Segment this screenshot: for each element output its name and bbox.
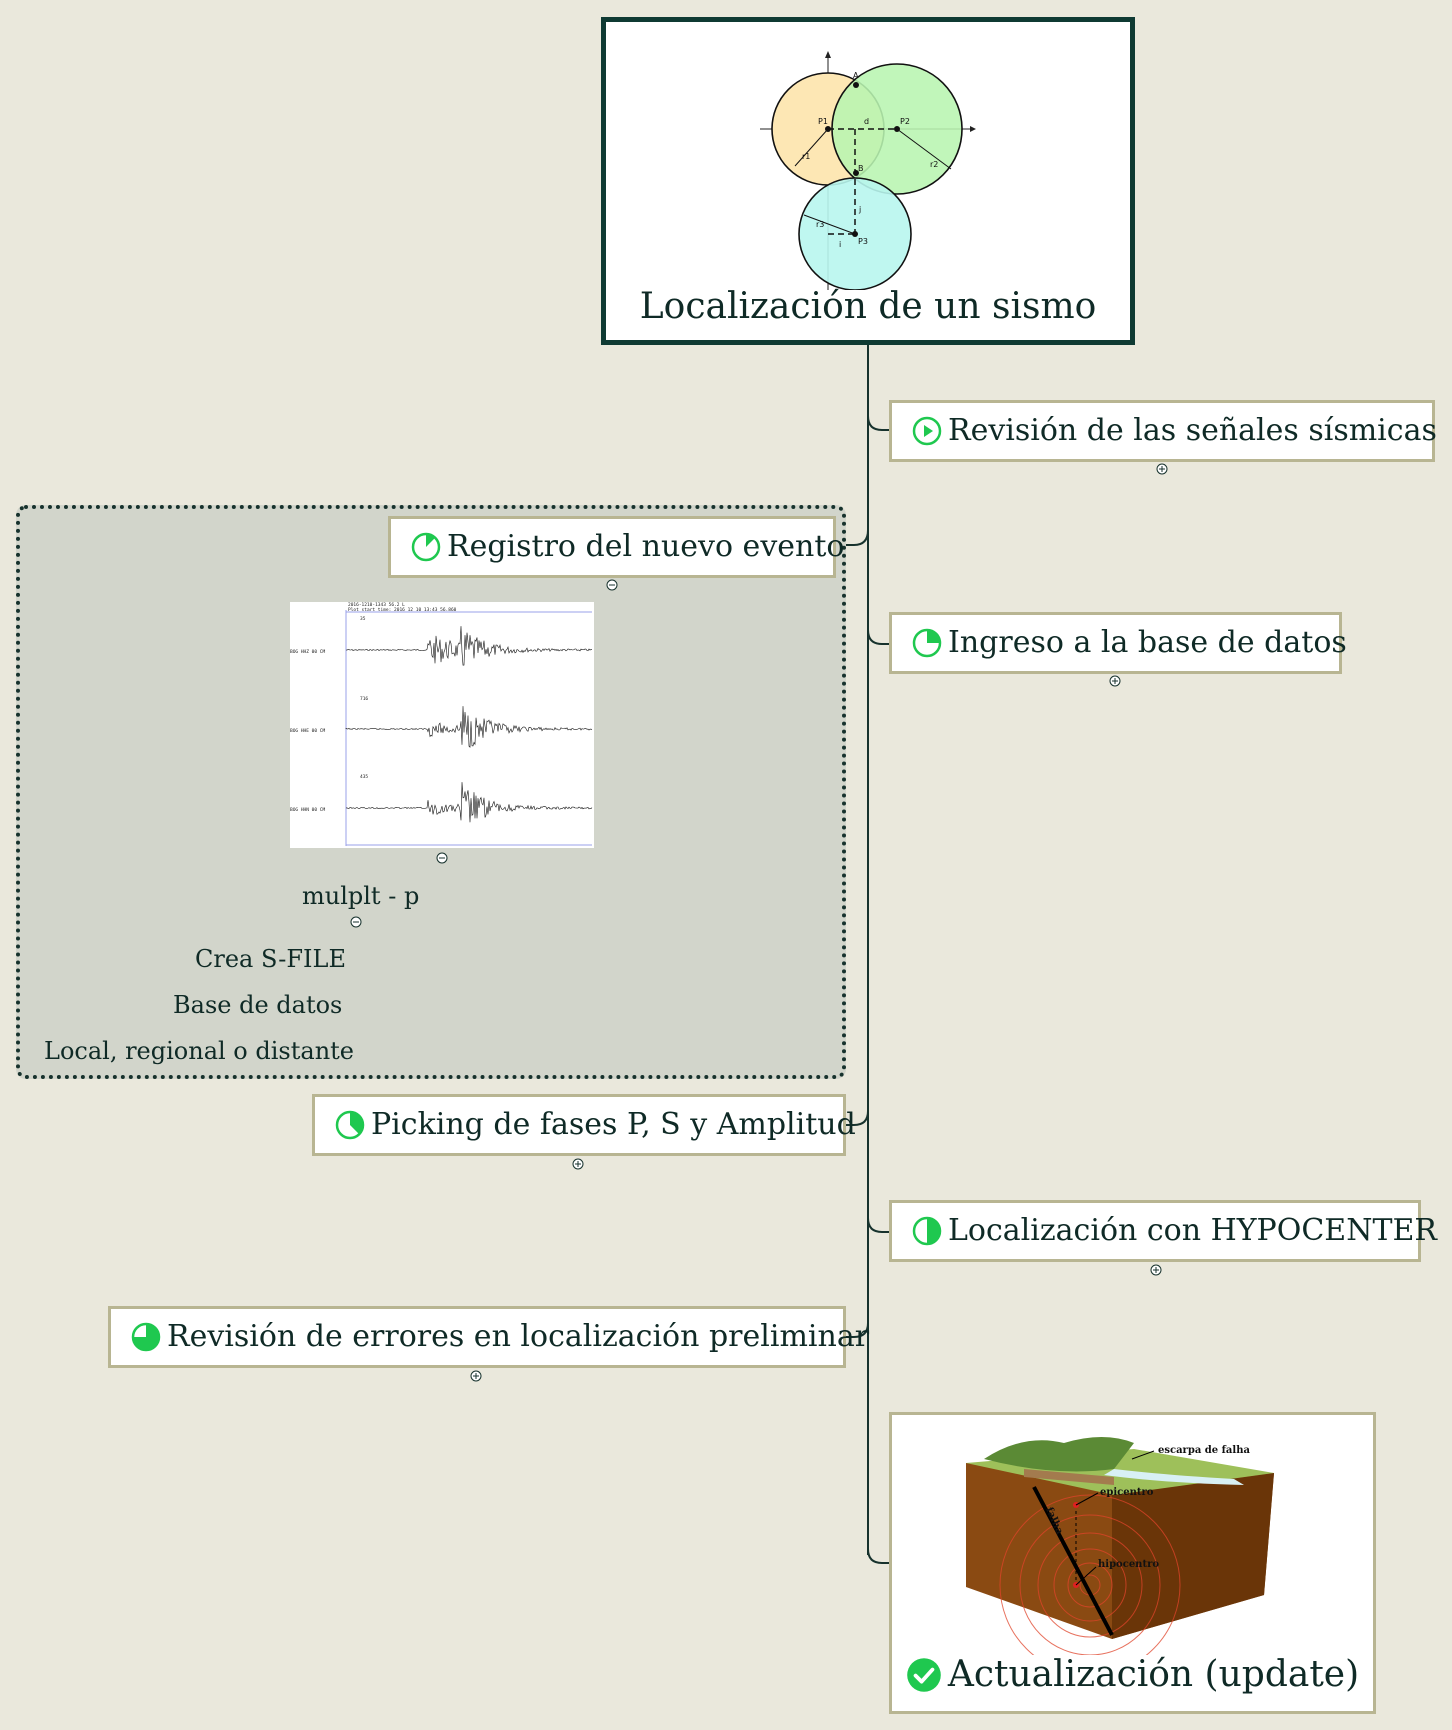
progress-icon-half bbox=[912, 1216, 942, 1246]
subtopic-mulplt[interactable]: mulplt - p bbox=[302, 882, 420, 910]
topic-label: Revisión de las señales sísmicas bbox=[948, 413, 1437, 448]
topic-ingreso-base-datos[interactable]: Ingreso a la base de datos bbox=[889, 612, 1347, 674]
trilateration-diagram: A B P1 P2 P3 d r1 r2 r3 i j bbox=[760, 51, 976, 290]
topic-label: Revisión de errores en localización prel… bbox=[167, 1319, 870, 1354]
label-r3: r3 bbox=[816, 220, 824, 229]
check-complete-icon bbox=[907, 1658, 941, 1692]
topic-label: Ingreso a la base de datos bbox=[948, 625, 1347, 660]
expand-toggle-hypocenter[interactable] bbox=[1150, 1264, 1162, 1276]
subtopic-base-datos[interactable]: Base de datos bbox=[173, 991, 343, 1019]
label-j: j bbox=[858, 205, 861, 214]
topic-actualizacion[interactable]: escarpa de falha epicentro hipocentro fa… bbox=[889, 1412, 1376, 1714]
station-label-1: BOG HHZ 00 CM bbox=[290, 649, 326, 655]
label-b: B bbox=[858, 164, 864, 173]
label-r1: r1 bbox=[802, 152, 810, 161]
collapse-toggle-seismogram[interactable] bbox=[436, 852, 448, 864]
channel-label-1: 35 bbox=[360, 616, 366, 622]
central-topic-title: Localización de un sismo bbox=[639, 286, 1097, 327]
label-d: d bbox=[864, 117, 869, 126]
seismogram-image[interactable]: 2016-1210-1343 56.2 L Plot start time: 2… bbox=[290, 602, 594, 848]
progress-icon-three-eighths bbox=[335, 1110, 365, 1140]
topic-label: Picking de fases P, S y Amplitud bbox=[371, 1107, 856, 1142]
expand-toggle-revision-errores[interactable] bbox=[470, 1370, 482, 1382]
earthquake-block-diagram: escarpa de falha epicentro hipocentro fa… bbox=[966, 1437, 1274, 1655]
label-p2: P2 bbox=[900, 117, 910, 126]
label-p1: P1 bbox=[818, 117, 828, 126]
topic-picking-fases[interactable]: Picking de fases P, S y Amplitud bbox=[312, 1094, 856, 1156]
label-epicentro: epicentro bbox=[1100, 1487, 1154, 1498]
subtopic-crea-sfile[interactable]: Crea S-FILE bbox=[195, 945, 346, 973]
collapse-toggle-registro[interactable] bbox=[606, 579, 618, 591]
topic-label: Localización con HYPOCENTER bbox=[948, 1213, 1437, 1248]
topic-localizacion-hypocenter[interactable]: Localización con HYPOCENTER bbox=[889, 1200, 1437, 1262]
seismogram-header-2: Plot start time: 2016 12 10 13:43 56.860 bbox=[348, 607, 457, 613]
label-r2: r2 bbox=[930, 160, 938, 169]
topic-actualizacion-label-row: Actualización (update) bbox=[892, 1657, 1373, 1693]
progress-icon-one-eighth bbox=[411, 532, 441, 562]
expand-toggle-picking[interactable] bbox=[572, 1158, 584, 1170]
subtopic-local-regional[interactable]: Local, regional o distante bbox=[44, 1037, 354, 1065]
label-a: A bbox=[853, 71, 859, 80]
label-hipocentro: hipocentro bbox=[1098, 1559, 1159, 1570]
topic-registro-evento[interactable]: Registro del nuevo evento bbox=[388, 516, 844, 578]
station-label-2: BOG HHE 00 CM bbox=[290, 728, 326, 734]
topic-label: Actualización (update) bbox=[947, 1654, 1360, 1695]
collapse-toggle-mulplt[interactable] bbox=[350, 916, 362, 928]
label-p3: P3 bbox=[858, 237, 868, 246]
label-escarpa: escarpa de falha bbox=[1158, 1445, 1250, 1456]
play-icon bbox=[912, 416, 942, 446]
station-label-3: BOG HHN 00 CM bbox=[290, 807, 326, 813]
progress-icon-three-quarters bbox=[131, 1322, 161, 1352]
central-topic[interactable]: A B P1 P2 P3 d r1 r2 r3 i j Localización… bbox=[601, 17, 1135, 345]
channel-label-2: 716 bbox=[360, 696, 368, 702]
topic-revision-errores[interactable]: Revisión de errores en localización prel… bbox=[108, 1306, 869, 1368]
seismogram-header-1: 2016-1210-1343 56.2 L bbox=[348, 602, 405, 608]
channel-label-3: 435 bbox=[360, 774, 368, 780]
topic-revision-senales[interactable]: Revisión de las señales sísmicas bbox=[889, 400, 1437, 462]
expand-toggle-ingreso[interactable] bbox=[1109, 675, 1121, 687]
expand-toggle-revision-senales[interactable] bbox=[1156, 463, 1168, 475]
label-i: i bbox=[839, 240, 841, 249]
progress-icon-quarter bbox=[912, 628, 942, 658]
topic-label: Registro del nuevo evento bbox=[447, 529, 845, 564]
